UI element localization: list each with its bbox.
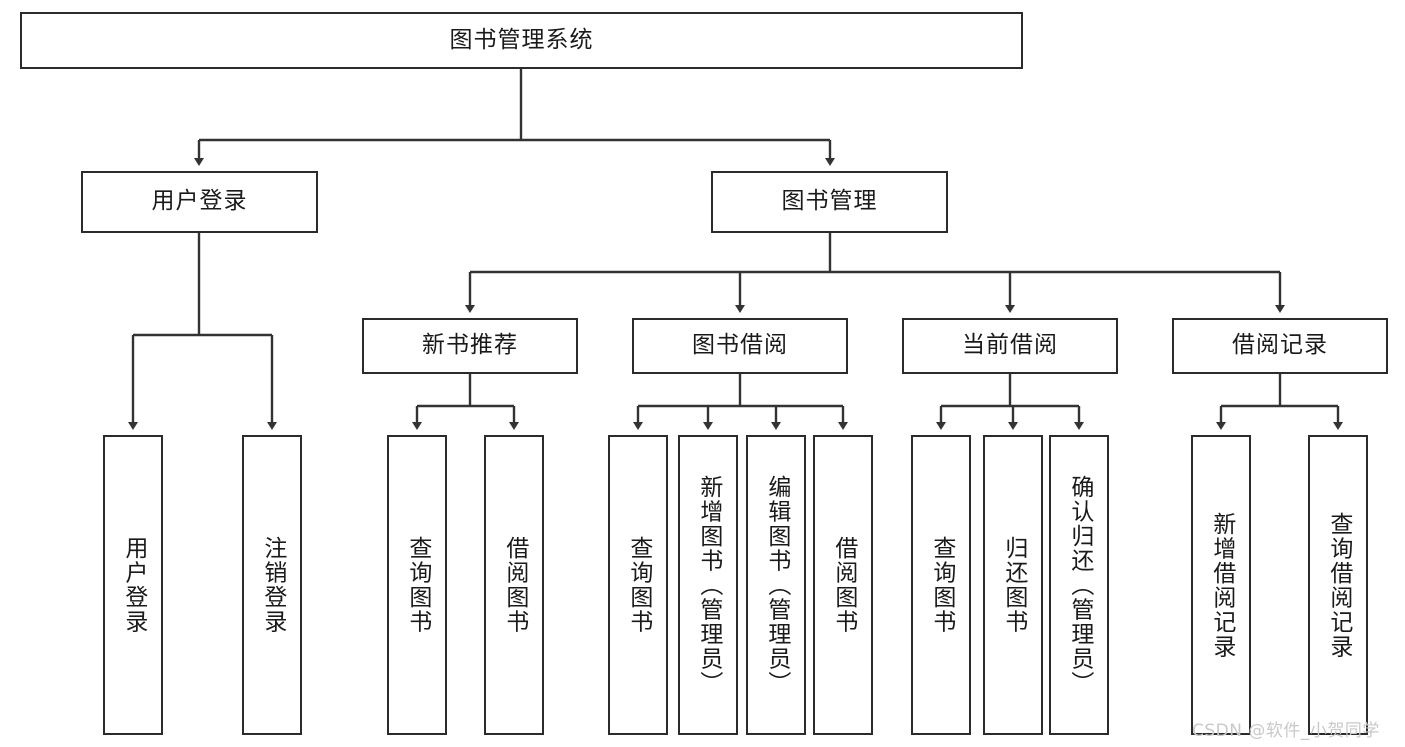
leaf-query-borrow-record[interactable]: 查询借阅记录 bbox=[1308, 435, 1368, 735]
leaf-label: 确认归还（管理员） bbox=[1066, 474, 1093, 696]
node-current-borrow[interactable]: 当前借阅 bbox=[902, 318, 1118, 374]
leaf-label: 查询图书 bbox=[404, 536, 431, 634]
node-user-login[interactable]: 用户登录 bbox=[81, 171, 318, 233]
node-new-book-recommend[interactable]: 新书推荐 bbox=[362, 318, 578, 374]
leaf-query-book-new[interactable]: 查询图书 bbox=[387, 435, 447, 735]
leaf-borrow-book-new[interactable]: 借阅图书 bbox=[484, 435, 544, 735]
leaf-label: 注销登录 bbox=[259, 536, 286, 634]
leaf-label: 归还图书 bbox=[1000, 536, 1027, 634]
leaf-query-book-current[interactable]: 查询图书 bbox=[911, 435, 971, 735]
leaf-confirm-return-admin[interactable]: 确认归还（管理员） bbox=[1049, 435, 1109, 735]
leaf-logout[interactable]: 注销登录 bbox=[242, 435, 302, 735]
leaf-edit-book-admin[interactable]: 编辑图书（管理员） bbox=[746, 435, 806, 735]
leaf-label: 查询图书 bbox=[928, 536, 955, 634]
leaf-borrow-book[interactable]: 借阅图书 bbox=[813, 435, 873, 735]
node-book-borrow[interactable]: 图书借阅 bbox=[632, 318, 848, 374]
node-root[interactable]: 图书管理系统 bbox=[20, 12, 1023, 69]
leaf-label: 新增借阅记录 bbox=[1208, 511, 1235, 659]
leaf-label: 借阅图书 bbox=[501, 536, 528, 634]
leaf-label: 新增图书（管理员） bbox=[695, 474, 722, 696]
leaf-query-book-borrow[interactable]: 查询图书 bbox=[608, 435, 668, 735]
csdn-watermark: CSDN @软件_小贺同学 bbox=[1192, 721, 1380, 741]
leaf-label: 查询借阅记录 bbox=[1325, 511, 1352, 659]
node-book-management[interactable]: 图书管理 bbox=[711, 171, 948, 233]
leaf-return-book[interactable]: 归还图书 bbox=[983, 435, 1043, 735]
leaf-add-book-admin[interactable]: 新增图书（管理员） bbox=[678, 435, 738, 735]
leaf-label: 编辑图书（管理员） bbox=[763, 474, 790, 696]
leaf-user-login[interactable]: 用户登录 bbox=[103, 435, 163, 735]
node-borrow-record[interactable]: 借阅记录 bbox=[1172, 318, 1388, 374]
leaf-add-borrow-record[interactable]: 新增借阅记录 bbox=[1191, 435, 1251, 735]
leaf-label: 用户登录 bbox=[120, 536, 147, 634]
leaf-label: 查询图书 bbox=[625, 536, 652, 634]
leaf-label: 借阅图书 bbox=[830, 536, 857, 634]
